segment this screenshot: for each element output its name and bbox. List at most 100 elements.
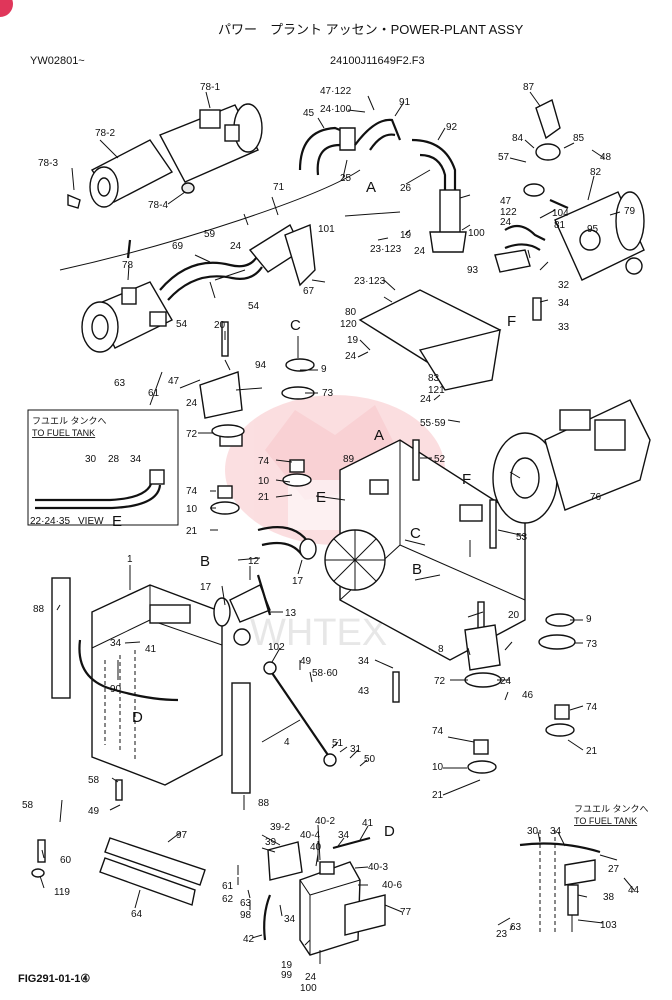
rod-end-upper (263, 661, 277, 675)
callout-40-6: 40-6 (382, 880, 402, 891)
callout-17-right: 17 (292, 576, 304, 587)
callout-78-3: 78-3 (38, 158, 58, 169)
ref-letter-c-upper: C (290, 317, 301, 334)
callout-20-lower: 20 (508, 610, 520, 621)
rod-104 (549, 198, 569, 210)
callout-58-a: 58 (88, 775, 100, 786)
washer-73 (538, 634, 576, 650)
callout-85: 85 (573, 133, 585, 144)
callout-119: 119 (54, 887, 70, 898)
hose-42 (263, 894, 272, 941)
stud-33 (532, 297, 542, 321)
callout-76: 76 (590, 492, 602, 503)
connector-93 (439, 189, 461, 239)
clamp-17 (213, 597, 231, 627)
callout-55-59: 55·59 (420, 418, 446, 429)
fuel-line-30 (519, 842, 601, 854)
callout-31: 31 (350, 744, 362, 755)
view-e-letter: E (112, 513, 122, 530)
callout-20-upper: 20 (214, 320, 226, 331)
callout-72-lower: 72 (434, 676, 446, 687)
callout-24-right: 24 (500, 217, 512, 228)
callout-102: 102 (268, 642, 285, 653)
callout-49-upper: 49 (300, 656, 312, 667)
callout-49-lower: 49 (88, 806, 100, 817)
mount-stack-left (210, 358, 315, 515)
callout-89: 89 (343, 454, 355, 465)
air-hose-69-edge (167, 266, 263, 301)
seal-97 (104, 837, 206, 886)
callout-24-heat: 24 (420, 394, 432, 405)
diagram-title: パワー プラント アッセン・POWER-PLANT ASSY (218, 22, 524, 37)
callout-63-fuel: 63 (510, 922, 522, 933)
callout-43: 43 (358, 686, 370, 697)
callout-72-upper: 72 (186, 429, 198, 440)
bracket-67 (284, 224, 316, 287)
callout-48: 48 (600, 152, 612, 163)
callout-24-upper: 24 (414, 246, 426, 257)
pipe-92-b (419, 153, 447, 192)
clamp-84 (535, 143, 561, 161)
callout-21-a: 21 (258, 492, 270, 503)
callout-34-fuel: 34 (550, 826, 562, 837)
callout-64: 64 (131, 909, 143, 920)
callout-1: 1 (127, 554, 133, 565)
bolt-53 (489, 499, 497, 549)
callout-61-lower: 61 (222, 881, 234, 892)
callout-24-left: 24 (230, 241, 242, 252)
ref-letter-f-engine: F (462, 471, 471, 488)
callout-121: 121 (428, 385, 445, 396)
view-e-callout-34: 34 (130, 454, 142, 465)
view-e-word: VIEW (78, 516, 104, 527)
callout-98: 98 (240, 910, 252, 921)
callout-84: 84 (512, 133, 524, 144)
callout-23-123-lower: 23·123 (354, 276, 386, 287)
callout-32: 32 (558, 280, 570, 291)
bracket-94 (199, 371, 243, 419)
callout-42: 42 (243, 934, 255, 945)
callout-67: 67 (303, 286, 315, 297)
callout-21-c: 21 (586, 746, 598, 757)
callout-34-radiator: 34 (110, 638, 122, 649)
callout-54-left: 54 (176, 319, 188, 330)
ref-letter-c-engine: C (410, 525, 421, 542)
view-e-jp-label: フユエル タンクへ (32, 416, 107, 426)
hose-12 (229, 584, 271, 623)
rubber-9 (545, 613, 575, 627)
seal-64 (99, 857, 196, 906)
ref-letter-d-tank: D (384, 823, 395, 840)
callout-60: 60 (60, 855, 72, 866)
bracket-39 (267, 841, 303, 881)
callout-88-left: 88 (33, 604, 45, 615)
ref-letter-b-hose: B (200, 553, 210, 570)
rubber-74-right (554, 704, 570, 720)
callout-63-lower: 63 (240, 898, 252, 909)
exhaust-elbow-87 (535, 98, 561, 140)
bracket-77 (344, 894, 386, 936)
callout-41-lower: 41 (362, 818, 374, 829)
callout-58-60: 58·60 (312, 668, 338, 679)
air-cleaner-lower (81, 281, 173, 353)
callout-34-tank: 34 (338, 830, 350, 841)
callout-23: 23 (496, 929, 508, 940)
callout-120: 120 (340, 319, 357, 330)
callout-45: 45 (303, 108, 315, 119)
callout-40-2: 40-2 (315, 816, 335, 827)
bracket-83 (418, 329, 501, 391)
callout-94: 94 (255, 360, 267, 371)
callout-77: 77 (400, 907, 412, 918)
corner-mark (0, 0, 13, 17)
ref-letter-e-engine: E (316, 489, 326, 506)
callout-51: 51 (332, 738, 344, 749)
pipe-91-b (369, 133, 396, 151)
callout-50: 50 (364, 754, 376, 765)
callout-40-3: 40-3 (368, 862, 388, 873)
callout-95: 95 (587, 224, 599, 235)
callout-61-upper: 61 (148, 388, 160, 399)
air-filter-element (89, 139, 174, 208)
filter-38-body (567, 884, 579, 916)
rubber-74-lower (473, 739, 489, 755)
callout-57: 57 (498, 152, 510, 163)
callout-83: 83 (428, 373, 440, 384)
